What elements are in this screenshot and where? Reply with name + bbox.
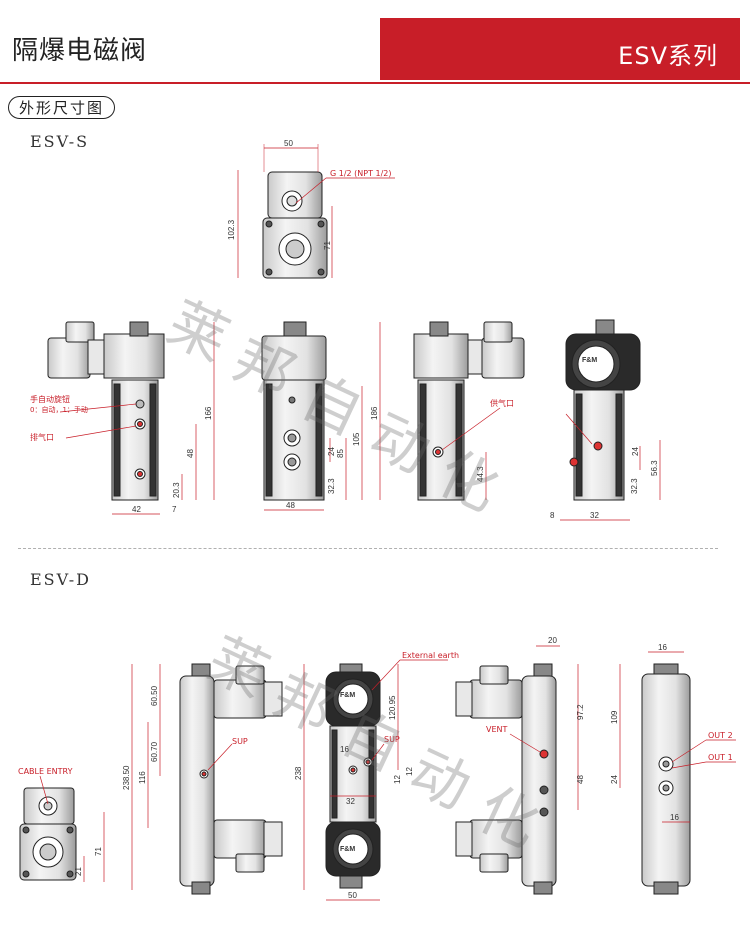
section-divider [18,548,718,549]
esv-d-side-view: SUP 238.50 116 60.50 60.70 [122,663,283,895]
model-label-esv-d: ESV-D [30,570,91,589]
label-out-2: OUT 2 [708,731,733,740]
dim-esv-s-top-50: 50 [284,139,293,148]
dim-esv-d-cable-71: 71 [94,847,103,856]
dim-esv-s-end-32: 32.3 [630,478,639,494]
esv-d-front-view: F&M F&M External earth SUP 238 120.95 16… [294,651,459,901]
dim-esv-d-front-50: 50 [348,891,357,900]
dim-esv-s-side-42: 42 [132,505,141,514]
end-view-logo-text: F&M [582,357,597,364]
dim-esv-s-front-24: 24 [327,447,336,456]
dim-esv-d-side-238: 238.50 [122,765,131,790]
label-esv-d-front-sup: SUP [384,735,400,744]
series-banner: ESV系列 [380,18,740,80]
dim-esv-s-side-48: 48 [186,449,195,458]
esv-d-front-logo-bottom: F&M [340,846,355,853]
model-label-esv-s: ESV-S [30,132,90,151]
dim-esv-d-side-60-50: 60.50 [150,685,159,706]
label-cable-entry: CABLE ENTRY [18,767,73,776]
dim-esv-d-front-32: 32 [346,797,355,806]
dim-esv-d-end-16b: 16 [670,813,679,822]
dim-esv-s-end-8: 8 [550,511,555,520]
dim-esv-s-front-32: 32.3 [327,478,336,494]
label-manual-knob: 手自动旋钮 [30,394,70,404]
dim-esv-d-rear-48: 48 [576,775,585,784]
esv-s-rear-view: 供气口 44.3 [413,321,525,501]
esv-s-front-view: 186 105 85 24 32.3 48 [261,321,381,511]
esv-s-side-view: 手自动旋钮 0：自动，1：手动 排气口 166 48 20.3 42 7 [30,321,215,515]
esv-d-rear-view: 20 VENT 97.2 48 [455,636,585,895]
dim-esv-s-rear-44: 44.3 [476,466,485,482]
dim-esv-d-end-109: 109 [610,710,619,724]
header-bar: 隔爆电磁阀 ESV系列 [0,0,750,84]
label-port-g12: G 1/2 (NPT 1/2) [330,169,392,178]
label-out-1: OUT 1 [708,753,733,762]
dim-esv-s-top-102: 102.3 [227,219,236,240]
dim-esv-s-front-105: 105 [352,432,361,446]
label-vent: VENT [486,725,508,734]
dim-esv-s-side-7: 7 [172,505,177,514]
label-external-earth: External earth [402,651,459,660]
esv-s-top-view: 50 102.3 71 G 1/2 (NPT 1/2) [227,139,395,279]
dim-esv-d-rear-97: 97.2 [576,704,585,720]
dim-esv-s-end-24: 24 [631,447,640,456]
dim-esv-s-side-20: 20.3 [172,482,181,498]
label-manual-note: 0：自动，1：手动 [30,405,88,414]
page-title: 隔爆电磁阀 [12,36,148,66]
watermark-char: 莱 [158,288,239,374]
dim-esv-s-end-56: 56.3 [650,460,659,476]
dim-esv-d-cable-21: 21 [74,867,83,876]
label-supply-port: 供气口 [490,398,514,408]
dim-esv-d-end-16a: 16 [658,643,667,652]
section-label: 外形尺寸图 [8,96,116,119]
dim-esv-d-front-16: 16 [340,745,349,754]
series-title: ESV系列 [618,42,718,70]
label-exhaust: 排气口 [30,432,54,442]
watermark-char: 动 [400,736,481,822]
dim-esv-s-end-32w: 32 [590,511,599,520]
dim-esv-d-side-60-70: 60.70 [150,741,159,762]
dim-esv-s-top-71: 71 [323,241,332,250]
label-esv-d-side-sup: SUP [232,737,248,746]
dim-esv-s-side-166: 166 [204,406,213,420]
dim-esv-d-end-24: 24 [610,775,619,784]
esv-d-cable-entry-view: CABLE ENTRY 71 21 [18,767,105,882]
dim-esv-s-front-48: 48 [286,501,295,510]
esv-d-front-logo-top: F&M [340,692,355,699]
dim-esv-d-front-12b: 12 [405,767,414,776]
dim-esv-d-side-116: 116 [138,771,147,784]
dim-esv-d-rear-20: 20 [548,636,557,645]
dim-esv-d-front-12a: 12 [393,775,402,784]
header-rule [0,82,750,84]
esv-s-end-view: F&M 24 56.3 32.3 8 32 [550,319,661,521]
dim-esv-s-front-85: 85 [336,449,345,458]
dim-esv-s-front-186: 186 [370,406,379,420]
esv-d-end-view: 16 109 24 OUT 2 OUT 1 16 [610,643,736,895]
dim-esv-d-front-238: 238 [294,766,303,780]
dim-esv-d-front-120: 120.95 [388,695,397,720]
